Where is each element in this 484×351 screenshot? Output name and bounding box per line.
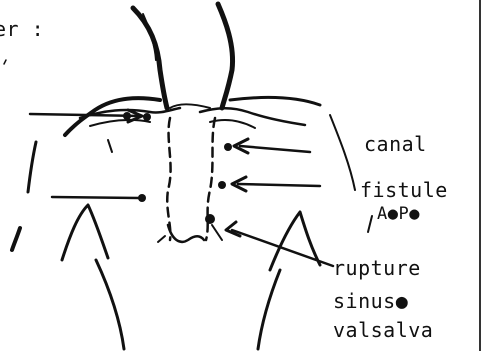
left-arm-line (28, 142, 36, 192)
dot-left-lower (138, 194, 146, 202)
dot-left-upper-b (143, 113, 151, 121)
left-mid-mark (108, 140, 112, 152)
label-canal: canal (364, 134, 427, 154)
right-clavicle (200, 108, 305, 125)
sternum-manubrium (170, 104, 210, 108)
sternum-outline-left (167, 118, 170, 240)
label-rupture: rupture (333, 258, 421, 278)
left-clavicle-lower (90, 120, 150, 126)
dot-left-upper-a (123, 112, 131, 120)
neck-left-outline (133, 8, 167, 108)
right-shoulder-edge (330, 115, 355, 190)
dot-canal (224, 143, 232, 151)
left-edge-stroke (4, 60, 6, 64)
arrow-fistule-line (238, 184, 320, 186)
left-torso-lower (96, 260, 124, 349)
label-sinus: sinus● (333, 291, 408, 311)
left-torso-curve (62, 205, 108, 260)
page-edge-line (479, 0, 481, 351)
right-torso-curve (270, 212, 320, 270)
label-valsalva: valsalva (333, 320, 433, 340)
header-text-fragment: er : (0, 19, 44, 39)
sternum-base (168, 225, 204, 242)
arrow-rupture-head (226, 222, 240, 236)
right-clavicle-lower (210, 120, 255, 128)
arrow-canal-line (240, 146, 310, 152)
base-right-mark (212, 225, 222, 240)
dot-fistule (218, 181, 226, 189)
arrow-left-lower-line (52, 197, 140, 198)
base-left-mark (158, 236, 165, 242)
neck-right-outline (218, 4, 233, 108)
right-torso-lower (258, 270, 280, 349)
right-shoulder-outline (230, 98, 320, 105)
left-hip-tick (12, 228, 20, 250)
label-ap: A●P● (377, 206, 420, 223)
dot-rupture (205, 214, 215, 224)
arrow-ap-line (368, 216, 372, 232)
arrow-rupture-line (232, 230, 333, 266)
label-fistule: fistule (360, 180, 448, 200)
